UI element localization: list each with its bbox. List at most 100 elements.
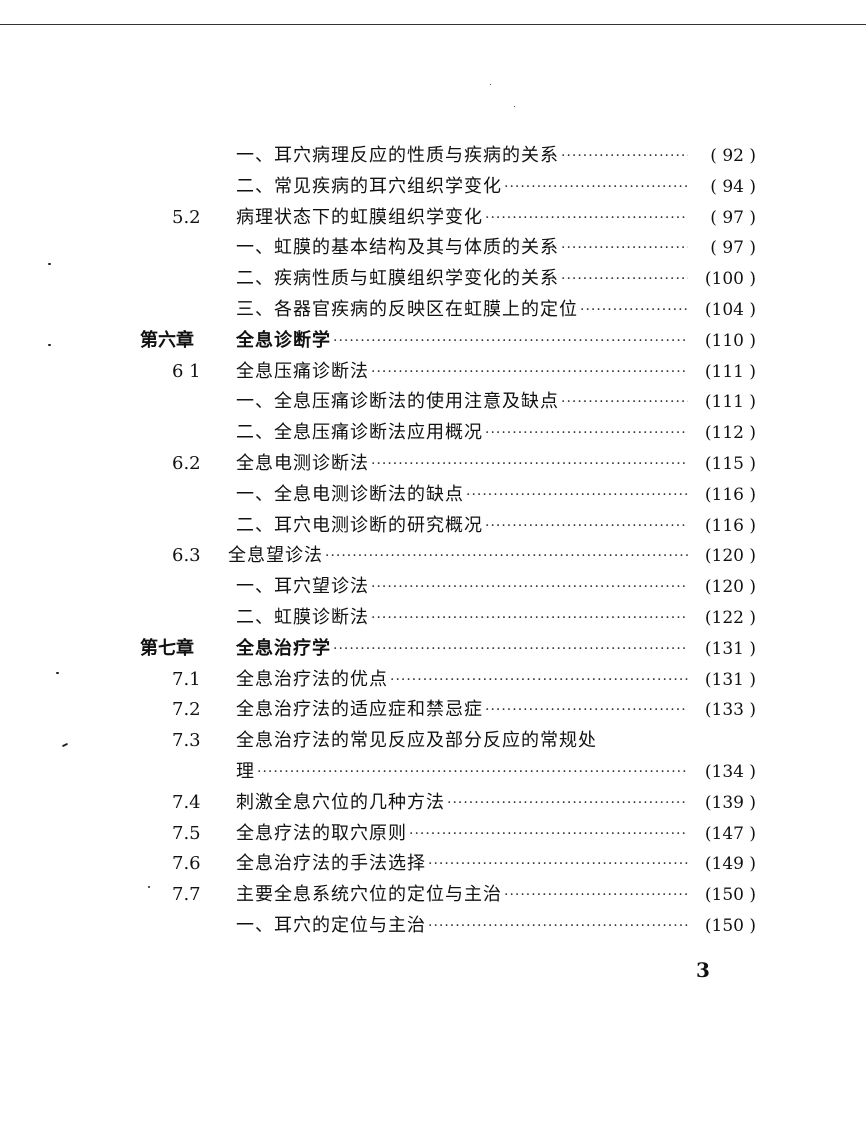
toc-entry-title: 主要全息系统穴位的定位与主治 [236,884,502,905]
toc-entry-title: 二、全息压痛诊断法应用概况 [236,422,483,443]
toc-entry-page: (150 ) [704,885,756,905]
toc-leader-dots: ········································… [371,579,688,595]
toc-entry-title: 二、常见疾病的耳穴组织学变化 [236,176,502,197]
toc-entry: 二、常见疾病的耳穴组织学变化··························… [0,175,866,199]
scan-speck [56,672,59,674]
toc-entry: 6 1 全息压痛诊断法······························… [0,360,866,384]
toc-entry: 第六章 全息诊断学································… [0,329,866,353]
toc-leader-dots: ········································… [371,456,688,472]
toc-entry-number: 7.5 [172,823,201,844]
toc-entry-page: (116 ) [704,516,756,536]
toc-entry-number: 7.4 [172,792,201,813]
toc-entry: 一、虹膜的基本结构及其与体质的关系·······················… [0,236,866,260]
toc-entry-page: (122 ) [704,608,756,628]
toc-entry-title: 全息压痛诊断法 [236,361,369,382]
toc-entry-page: (110 ) [704,331,756,351]
toc-leader-dots: ········································… [333,641,688,657]
toc-entry-number: 7.3 [172,730,201,751]
toc-entry: 一、耳穴的定位与主治······························… [0,914,866,938]
toc-leader-dots: ········································… [504,887,688,903]
toc-entry-page: (131 ) [704,639,756,659]
toc-entry-page: (112 ) [704,423,756,443]
toc-entry-title: 刺激全息穴位的几种方法 [236,792,445,813]
toc-entry-title: 一、全息压痛诊断法的使用注意及缺点 [236,391,559,412]
toc-leader-dots: ········································… [485,518,688,534]
toc-entry-number: 6.3 [172,545,201,566]
toc-entry-title: 全息诊断学 [236,330,331,351]
toc-entry-title: 全息治疗法的手法选择 [236,853,426,874]
toc-entry-page: (111 ) [704,362,756,382]
page-number: 3 [696,958,710,982]
toc-entry: 一、全息电测诊断法的缺点····························… [0,483,866,507]
scan-speck [490,84,491,85]
toc-entry-number: 7.6 [172,853,201,874]
toc-entry-title: 全息治疗法的适应症和禁忌症 [236,699,483,720]
toc-entry-page: ( 97 ) [710,208,756,228]
toc-entry-page: (104 ) [704,300,756,320]
toc-entry-title: 二、疾病性质与虹膜组织学变化的关系 [236,268,559,289]
toc-entry: 一、全息压痛诊断法的使用注意及缺点·······················… [0,390,866,414]
scan-speck [514,106,515,107]
toc-leader-dots: ········································… [466,487,688,503]
toc-entry-page: (120 ) [704,577,756,597]
toc-leader-dots: ········································… [485,425,688,441]
toc-leader-dots: ········································… [371,610,688,626]
toc-entry-title: 一、耳穴病理反应的性质与疾病的关系 [236,145,559,166]
toc-entry-number: 7.1 [172,669,201,690]
toc-entry: 第七章 全息治疗学································… [0,637,866,661]
toc-entry-number: 第六章 [140,330,194,351]
toc-entry: 二、全息压痛诊断法应用概况···························… [0,421,866,445]
toc-entry-page: (133 ) [704,700,756,720]
toc-entry-title: 一、全息电测诊断法的缺点 [236,484,464,505]
scan-speck [148,886,150,888]
toc-entry: 三、各器官疾病的反映区在虹膜上的定位······················… [0,298,866,322]
toc-entry-number: 5.2 [172,207,201,228]
toc-entry: 7.6 全息治疗法的手法选择···························… [0,852,866,876]
toc-leader-dots: ········································… [428,918,688,934]
toc-leader-dots: ········································… [333,333,688,349]
toc-entry-title: 全息治疗学 [236,638,331,659]
toc-leader-dots: ········································… [325,548,688,564]
toc-leader-dots: ········································… [561,271,688,287]
toc-entry-title: 一、耳穴的定位与主治 [236,915,426,936]
toc-entry: 7.7 主要全息系统穴位的定位与主治·······················… [0,883,866,907]
toc-entry: 理·······································… [0,760,866,784]
toc-entry-title: 一、虹膜的基本结构及其与体质的关系 [236,237,559,258]
toc-leader-dots: ········································… [390,672,688,688]
toc-entry-page: (150 ) [704,916,756,936]
toc-entry: 6.3 全息望诊法································… [0,544,866,568]
toc-entry-title: 全息电测诊断法 [236,453,369,474]
toc-entry: 7.1 全息治疗法的优点·····························… [0,668,866,692]
toc-entry: 二、虹膜诊断法·································… [0,606,866,630]
toc-entry: 二、疾病性质与虹膜组织学变化的关系·······················… [0,267,866,291]
toc-entry-page: (147 ) [704,824,756,844]
toc-entry-title: 二、耳穴电测诊断的研究概况 [236,515,483,536]
toc-entry-number: 第七章 [140,638,194,659]
toc-leader-dots: ········································… [561,240,688,256]
toc-entry-number: 7.2 [172,699,201,720]
toc-entry-title: 病理状态下的虹膜组织学变化 [236,207,483,228]
toc-entry-page: (134 ) [704,762,756,782]
toc-entry-page: (120 ) [704,546,756,566]
toc-entry-number: 7.7 [172,884,201,905]
toc-leader-dots: ········································… [580,302,688,318]
toc-entry-title: 全息望诊法 [228,545,323,566]
toc-entry: 一、耳穴望诊法·································… [0,575,866,599]
toc-entry-number: 6 1 [172,361,201,382]
toc-entry: 7.5 全息疗法的取穴原则····························… [0,822,866,846]
toc-entry-page: (139 ) [704,793,756,813]
toc-entry-title: 全息疗法的取穴原则 [236,823,407,844]
toc-leader-dots: ········································… [409,826,688,842]
toc-leader-dots: ········································… [428,856,688,872]
toc-leader-dots: ········································… [504,179,688,195]
toc-leader-dots: ········································… [371,364,688,380]
toc-entry-page: (115 ) [704,454,756,474]
toc-entry-title: 全息治疗法的优点 [236,669,388,690]
header-rule [0,24,866,25]
toc-entry-page: (131 ) [704,670,756,690]
toc-entry-page: (100 ) [704,269,756,289]
